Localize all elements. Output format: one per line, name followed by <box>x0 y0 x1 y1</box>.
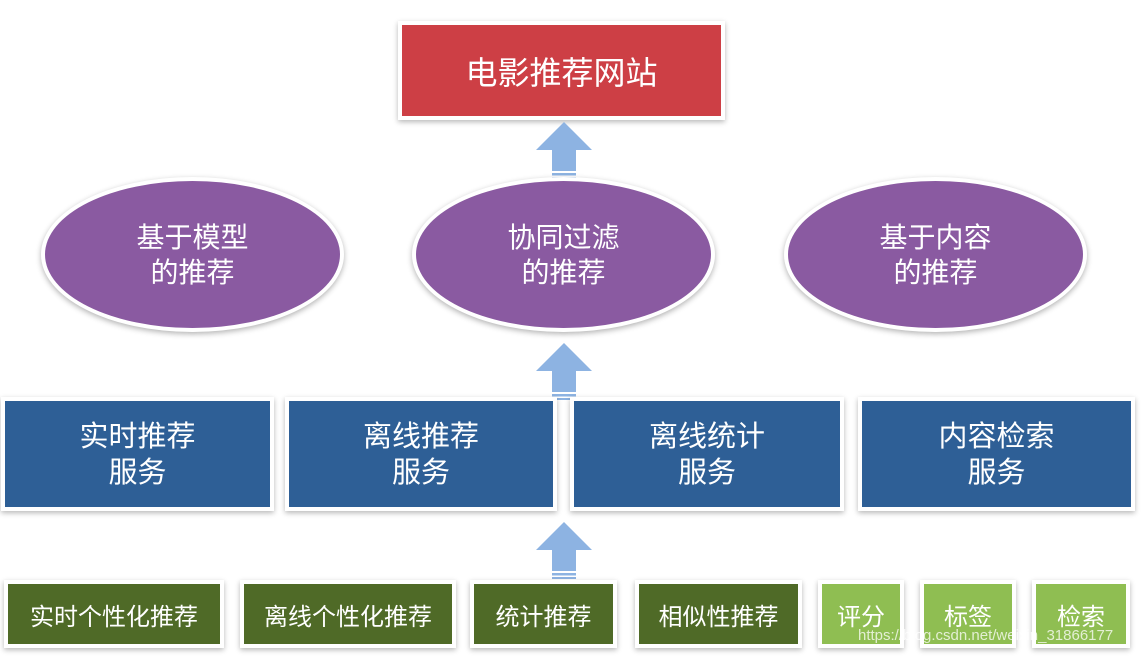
oval-line1: 协同过滤 <box>507 220 620 254</box>
search-source: 检索 <box>1036 584 1126 644</box>
offline-personalized-recommendation: 离线个性化推荐 <box>244 584 452 644</box>
collaborative-filtering-recommendation: 协同过滤 的推荐 <box>416 181 711 328</box>
tag-source: 标签 <box>924 584 1012 644</box>
realtime-personalized-recommendation: 实时个性化推荐 <box>8 584 220 644</box>
oval-line1: 基于内容 <box>879 220 992 254</box>
service-line1: 离线推荐 <box>362 419 479 453</box>
service-line2: 服务 <box>108 455 167 489</box>
watermark: https://blog.csdn.net/weixin_31866177 <box>858 627 1114 644</box>
up-arrow-icon <box>536 122 592 179</box>
algorithm-label: 相似性推荐 <box>658 602 779 631</box>
service-line2: 服务 <box>967 455 1026 489</box>
oval-line2: 的推荐 <box>150 255 235 289</box>
movie-site-label: 电影推荐网站 <box>465 53 658 92</box>
similarity-recommendation: 相似性推荐 <box>639 584 798 644</box>
content-search-service: 内容检索 服务 <box>862 401 1131 507</box>
offline-statistics-service: 离线统计 服务 <box>574 401 840 507</box>
service-line2: 服务 <box>677 455 736 489</box>
algorithm-label: 离线个性化推荐 <box>264 602 432 631</box>
source-label: 检索 <box>1057 602 1105 631</box>
service-line1: 离线统计 <box>648 419 765 453</box>
algorithm-label: 实时个性化推荐 <box>30 602 198 631</box>
service-line1: 内容检索 <box>938 419 1055 453</box>
service-line2: 服务 <box>391 455 450 489</box>
oval-line2: 的推荐 <box>521 255 606 289</box>
source-label: 标签 <box>944 602 992 631</box>
rating-source: 评分 <box>822 584 900 644</box>
statistical-recommendation: 统计推荐 <box>474 584 613 644</box>
service-line1: 实时推荐 <box>79 419 196 453</box>
content-based-recommendation: 基于内容 的推荐 <box>788 181 1083 328</box>
offline-recommendation-service: 离线推荐 服务 <box>289 401 553 507</box>
source-label: 评分 <box>837 602 885 631</box>
oval-line2: 的推荐 <box>893 255 978 289</box>
algorithm-label: 统计推荐 <box>495 602 592 631</box>
up-arrow-icon <box>536 343 592 400</box>
oval-line1: 基于模型 <box>136 220 249 254</box>
up-arrow-icon <box>536 522 592 579</box>
movie-site-box: 电影推荐网站 <box>402 25 721 116</box>
model-based-recommendation: 基于模型 的推荐 <box>45 181 340 328</box>
realtime-recommendation-service: 实时推荐 服务 <box>5 401 270 507</box>
